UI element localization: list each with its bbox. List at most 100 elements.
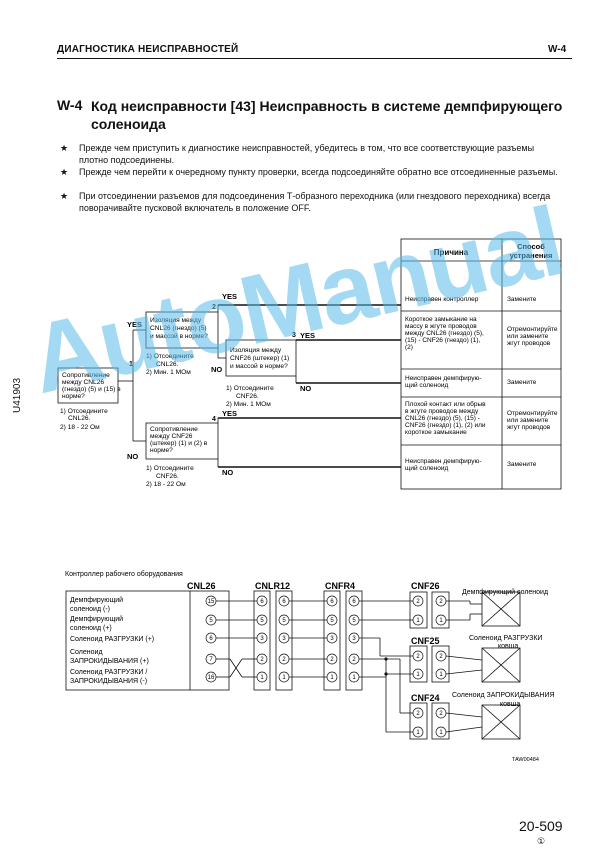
tilt-solenoid-icon [481,704,521,740]
svg-text:3: 3 [330,636,334,642]
no-label: NO [127,452,138,461]
svg-text:Плохой контакт или обрыв: Плохой контакт или обрыв [405,400,486,408]
step-number-2: 2 [212,304,216,311]
svg-text:жгут проводов: жгут проводов [507,340,551,347]
running-header-code: W-4 [548,44,567,55]
svg-text:1: 1 [439,618,443,624]
svg-text:Отремонтируйте: Отремонтируйте [507,325,558,333]
svg-text:6: 6 [260,599,264,605]
connector-cnf26-socket [431,591,450,629]
cause-column-header: Причина [434,248,469,257]
svg-text:1: 1 [330,675,334,681]
svg-text:или замените: или замените [507,417,549,424]
step-number-3: 3 [292,332,296,339]
svg-text:2: 2 [282,657,286,663]
note-text: Прежде чем перейти к очередному пункту п… [79,167,558,177]
svg-text:1) Отсоедините: 1) Отсоедините [226,385,274,392]
svg-text:CNL26 (гнездо) (5), (15) -: CNL26 (гнездо) (5), (15) - [405,415,480,422]
svg-text:жгут проводов: жгут проводов [507,424,551,431]
condition-2-text: 1) Отсоедините CNL26. 2) Мин. 1 МОм [146,353,194,376]
result-4: Плохой контакт или обрыв в жгуте проводо… [405,400,558,436]
svg-text:2: 2 [416,599,420,605]
svg-text:щий соленоид: щий соленоид [405,381,448,389]
tilt-solenoid-label-1: Соленоид ЗАПРОКИДЫВАНИЯ [452,692,555,699]
svg-text:Неисправен контроллер: Неисправен контроллер [405,296,479,303]
connector-cnfr4-plug [323,590,341,691]
controller-block [65,590,230,691]
yes-label: YES [222,292,237,301]
title-code: W-4 [57,97,83,113]
page-revision-mark: ① [537,836,546,846]
svg-text:3: 3 [282,636,286,642]
svg-text:1) Отсоедините: 1) Отсоедините [146,465,194,472]
note-1: ★ Прежде чем приступить к диагностике не… [60,142,565,166]
controller-title: Контроллер рабочего оборудования [65,570,183,578]
signal-labels: Демпфирующий соленоид (-) Демпфирующий с… [70,596,154,685]
condition-1-text: 1) Отсоедините CNL26. 2) 18 - 22 Ом [60,408,108,431]
svg-text:6: 6 [352,599,356,605]
star-bullet-icon: ★ [60,191,69,201]
pin-numbers: 15 5 6 7 16 6 5 3 2 1 6 5 3 2 1 6 5 3 2 … [208,599,444,736]
svg-text:CNF26.: CNF26. [156,473,179,480]
remedy-column-header-line2: устранения [510,251,553,260]
svg-text:6: 6 [209,636,213,642]
question-2-text: Изоляция между CNL26 (гнездо) (5) и масс… [150,317,208,340]
svg-text:1) Отсоедините: 1) Отсоедините [60,408,108,415]
condition-3-text: 1) Отсоедините CNF26. 2) Мин. 1 МОм [226,385,274,408]
svg-text:2) 18 - 22 Ом: 2) 18 - 22 Ом [146,481,186,488]
svg-text:5: 5 [282,618,286,624]
svg-text:1: 1 [260,675,264,681]
svg-text:Отремонтируйте: Отремонтируйте [507,409,558,417]
running-header-section: ДИАГНОСТИКА НЕИСПРАВНОСТЕЙ [57,44,239,55]
no-label: NO [211,365,222,374]
svg-text:CNF26 (штекер) (1): CNF26 (штекер) (1) [230,355,289,362]
svg-text:Соленоид РАЗГРУЗКИ /: Соленоид РАЗГРУЗКИ / [70,669,147,676]
svg-text:Неисправен демпфирую-: Неисправен демпфирую- [405,375,482,382]
svg-text:2) 18 - 22 Ом: 2) 18 - 22 Ом [60,424,100,431]
connector-cnfr4-socket [345,590,363,691]
svg-text:1: 1 [416,730,420,736]
svg-text:Сопротивление: Сопротивление [62,372,110,379]
svg-text:CNL26.: CNL26. [68,415,91,422]
svg-text:2: 2 [439,654,443,660]
note-3: ★ При отсоединении разъемов для подсоеди… [60,190,565,214]
step-number-1: 1 [129,361,133,368]
svg-text:1) Отсоедините: 1) Отсоедините [146,353,194,360]
svg-text:3: 3 [352,636,356,642]
svg-text:между CNF26: между CNF26 [150,433,193,440]
svg-text:(штекер) (1) и (2) в: (штекер) (1) и (2) в [150,440,208,447]
unload-solenoid-label-2: ковша [498,643,518,650]
page-title: Код неисправности [43] Неисправность в с… [91,98,563,132]
splice-dot [384,657,388,661]
damper-solenoid-label: Демпфирующий соленоид [462,588,548,596]
remedy-column-header-line1: Способ [517,242,545,251]
svg-text:CNL26 (гнездо) (5): CNL26 (гнездо) (5) [150,325,207,332]
svg-text:CNF26 (гнездо) (1), (2) или: CNF26 (гнездо) (1), (2) или [405,422,486,429]
connector-cnf25-socket [431,645,450,683]
svg-text:Демпфирующий: Демпфирующий [70,615,123,623]
result-1: Неисправен контроллер Замените [405,296,537,303]
yes-label: YES [127,320,142,329]
svg-text:1: 1 [416,672,420,678]
svg-text:в жгуте проводов между: в жгуте проводов между [405,408,479,415]
svg-text:(гнездо) (5) и (15) в: (гнездо) (5) и (15) в [62,386,121,393]
svg-text:Изоляция между: Изоляция между [230,347,282,354]
unload-solenoid-icon [481,647,521,683]
question-3-text: Изоляция между CNF26 (штекер) (1) и масс… [230,347,289,370]
svg-text:Соленоид РАЗГРУЗКИ (+): Соленоид РАЗГРУЗКИ (+) [70,636,154,643]
no-label: NO [300,384,311,393]
svg-text:Замените: Замените [507,379,537,386]
svg-text:ЗАПРОКИДЫВАНИЯ (-): ЗАПРОКИДЫВАНИЯ (-) [70,678,147,685]
result-5: Неисправен демпфирую- щий соленоид Замен… [405,458,537,472]
damper-solenoid-icon [481,591,521,627]
svg-text:ЗАПРОКИДЫВАНИЯ (+): ЗАПРОКИДЫВАНИЯ (+) [70,658,149,665]
svg-text:6: 6 [282,599,286,605]
connector-cnlr12-socket [275,590,293,691]
svg-text:2) Мин. 1 МОм: 2) Мин. 1 МОм [226,401,271,408]
no-label: NO [222,468,233,477]
connector-cnf24-plug [409,702,428,740]
svg-text:16: 16 [208,675,215,681]
svg-text:массу в жгуте проводов: массу в жгуте проводов [405,323,477,330]
